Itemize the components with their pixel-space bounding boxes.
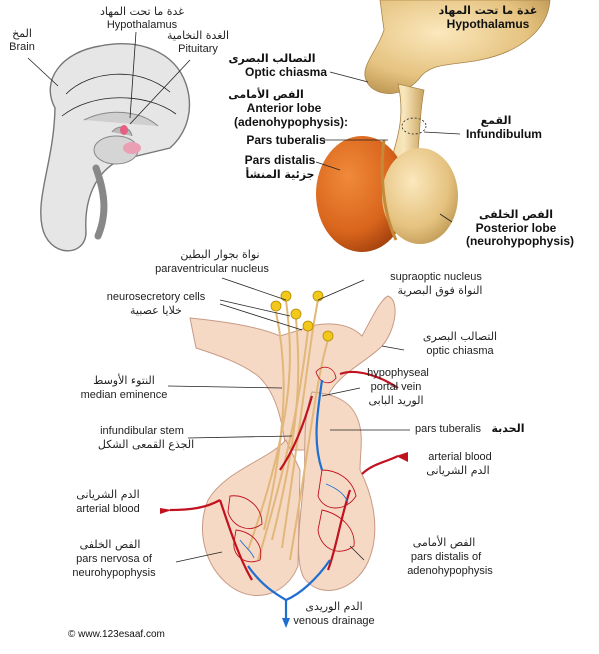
anterior-lobe-shape [316, 136, 408, 252]
gland-adenohypophysis-en: (adenohypophysis): [234, 115, 348, 129]
detail-optic-chiasma-en: optic chiasma [426, 345, 494, 357]
brain-hypothalamus-en: Hypothalamus [107, 19, 178, 31]
gland-infundibulum-leader [423, 131, 461, 135]
pars-distalis-en-2: adenohypophysis [407, 565, 493, 577]
posterior-lobe-shape [382, 148, 458, 244]
gland-optic-chiasma-en: Optic chiasma [245, 65, 327, 79]
gland-neurohypophysis-en: (neurohypophysis) [466, 234, 574, 248]
neurosecretory-ar: خلايا عصبية [130, 304, 182, 317]
portal-vein-en-2: portal vein [371, 381, 422, 393]
brain-pituitary-en: Pituitary [178, 43, 218, 55]
pars-nervosa-en-1: pars nervosa of [76, 553, 153, 565]
pituitary-gland-illustration [316, 0, 551, 252]
arterial-blood-right-ar: الدم الشريانى [426, 464, 489, 477]
gland-anterior-lobe-ar: الفص الأمامى [228, 87, 304, 101]
arterial-blood-right-en: arterial blood [428, 451, 492, 463]
gland-anterior-lobe-en: Anterior lobe [247, 101, 322, 115]
venous-drainage-ar: الدم الوريدى [305, 600, 362, 613]
gland-posterior-lobe-ar: الفص الخلفى [479, 208, 553, 221]
hypothalamus-leader [129, 31, 137, 119]
brain-leader [27, 57, 59, 87]
portal-vein-en-1: hypophyseal [367, 367, 429, 379]
gland-infundibulum-en: Infundibulum [466, 127, 542, 141]
pituitary-mark [120, 125, 128, 135]
gland-infundibulum-ar: القمع [481, 114, 512, 127]
detail-pars-tuberalis-ar: الحدبة [492, 422, 525, 435]
brain-hypothalamus-ar: غدة ما تحت المهاد [100, 5, 184, 18]
pars-distalis-en-1: pars distalis of [411, 551, 482, 563]
gland-optic-chiasma-leader [329, 71, 369, 83]
pituitary-leader [129, 59, 191, 125]
arterial-vessels [169, 370, 399, 581]
detail-optic-chiasma-ar: التصالب البصرى [423, 330, 497, 343]
gland-posterior-lobe-en: Posterior lobe [476, 221, 557, 235]
gland-pars-tuberalis-en: Pars tuberalis [246, 133, 326, 147]
brain-label-en: Brain [9, 41, 35, 53]
median-eminence-en: median eminence [81, 389, 168, 401]
venous-drainage-en: venous drainage [293, 615, 374, 627]
paraventricular-ar: نواة بجوار البطين [180, 248, 259, 261]
gland-pars-distalis-en: Pars distalis [245, 153, 316, 167]
portal-vein-ar: الوريد البابى [368, 394, 423, 407]
detail-posterior-lobe-ar: الفص الخلفى [80, 538, 141, 551]
brain-label-ar: المخ [12, 27, 32, 40]
brain-pituitary-ar: الغدة النخامية [167, 29, 229, 42]
detail-leaders [167, 277, 410, 563]
gland-pars-distalis-leader [315, 161, 341, 171]
venous-vessels [247, 379, 331, 618]
infundibular-stem-en: infundibular stem [100, 425, 184, 437]
hypothalamus-mark [123, 142, 141, 154]
median-eminence-ar: النتوء الأوسط [93, 373, 155, 387]
gland-pars-distalis-ar: جزئية المنشأ [246, 167, 315, 181]
pars-nervosa-en-2: neurohypophysis [72, 567, 156, 579]
neurosecretory-en: neurosecretory cells [107, 291, 206, 303]
arterial-blood-left-en: arterial blood [76, 503, 140, 515]
supraoptic-ar: النواة فوق البصرية [398, 284, 483, 297]
brain-illustration [40, 43, 191, 252]
supraoptic-en: supraoptic nucleus [390, 271, 482, 283]
gland-hypothalamus-ar: غدة ما تحت المهاد [439, 4, 538, 17]
detail-pars-tuberalis-en: pars tuberalis [415, 423, 482, 435]
arterial-blood-left-ar: الدم الشريانى [76, 488, 139, 501]
infundibular-stem-ar: الجذع القمعى الشكل [98, 438, 194, 451]
detail-illustration [160, 290, 408, 628]
gland-optic-chiasma-ar: التصالب البصرى [228, 52, 315, 65]
watermark: © www.123esaaf.com [68, 629, 165, 640]
gland-hypothalamus-en: Hypothalamus [447, 17, 530, 31]
detail-anterior-lobe-ar: الفص الأمامى [413, 535, 476, 549]
paraventricular-en: paraventricular nucleus [155, 263, 269, 275]
gland-posterior-lobe-leader [439, 213, 453, 223]
